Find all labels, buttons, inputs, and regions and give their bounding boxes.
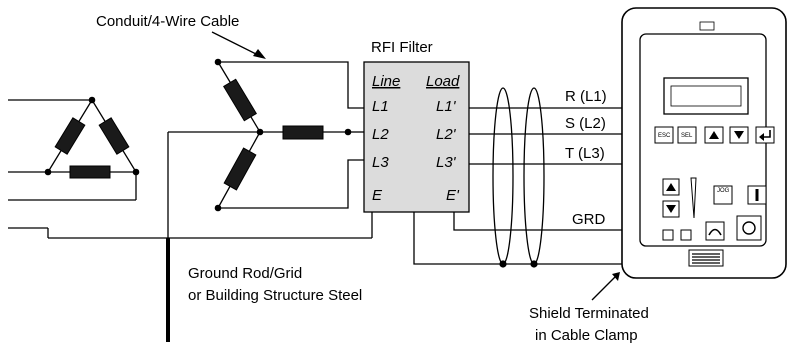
terminal-line-l2: L2	[372, 126, 389, 143]
start-icon	[755, 189, 759, 201]
rfi-filter-label: RFI Filter	[371, 39, 433, 56]
output-wire-grd	[453, 212, 622, 231]
wye-resistor-bottom	[223, 147, 257, 191]
up-arrow-icon	[709, 131, 719, 139]
speed-indicator	[690, 177, 697, 219]
terminal-load-l3: L3'	[436, 154, 457, 171]
rfi-filter-box	[363, 61, 470, 213]
conduit-cable-label: Conduit/4-Wire Cable	[96, 13, 239, 30]
label-s-l2: S (L2)	[565, 115, 606, 132]
shield-label-2: in Cable Clamp	[535, 327, 638, 344]
sel-label: SEL	[681, 133, 693, 139]
wye-resistor-top	[223, 78, 257, 122]
down-arrow-icon	[734, 131, 744, 139]
stop-icon	[742, 221, 756, 235]
speed-down-icon	[666, 205, 676, 213]
shield-label-1: Shield Terminated	[529, 305, 649, 322]
esc-button[interactable]	[654, 126, 674, 144]
drive-unit: ESC SEL JOG	[621, 7, 787, 279]
delta-source	[8, 96, 140, 201]
terminal-load-e: E'	[446, 187, 460, 204]
label-grd: GRD	[572, 211, 606, 228]
indicator-1	[662, 229, 674, 241]
ground-rod-label-1: Ground Rod/Grid	[188, 265, 302, 282]
jog-button[interactable]	[713, 185, 733, 205]
line-header: Line	[372, 73, 400, 90]
shield-ground-wire	[413, 212, 622, 265]
ground-rod-label-2: or Building Structure Steel	[188, 287, 362, 304]
delta-resistor-bottom	[69, 165, 111, 179]
label-t-l3: T (L3)	[565, 145, 605, 162]
shield-arrow-icon	[612, 272, 620, 281]
reverse-button[interactable]	[705, 221, 725, 241]
label-r-l1: R (L1)	[565, 88, 607, 105]
jog-label: JOG	[717, 188, 730, 194]
enter-button[interactable]	[755, 126, 775, 144]
delta-resistor-right	[98, 117, 130, 155]
terminal-line-l1: L1	[372, 98, 389, 115]
load-header: Load	[426, 73, 460, 90]
indicator-2	[680, 229, 692, 241]
sel-button[interactable]	[677, 126, 697, 144]
esc-label: ESC	[658, 133, 671, 139]
terminal-load-l2: L2'	[436, 126, 457, 143]
wye-resistor-right	[282, 125, 324, 140]
delta-resistor-left	[54, 117, 86, 155]
speed-up-icon	[666, 183, 676, 191]
terminal-load-l1: L1'	[436, 98, 457, 115]
terminal-line-e: E	[372, 187, 383, 204]
cable-shield-loop-2	[523, 87, 545, 265]
conduit-arrow-icon	[253, 49, 266, 59]
terminal-line-l3: L3	[372, 154, 389, 171]
reverse-icon	[708, 228, 722, 236]
cable-shield-loop-1	[492, 87, 514, 265]
wye-load	[214, 58, 352, 212]
